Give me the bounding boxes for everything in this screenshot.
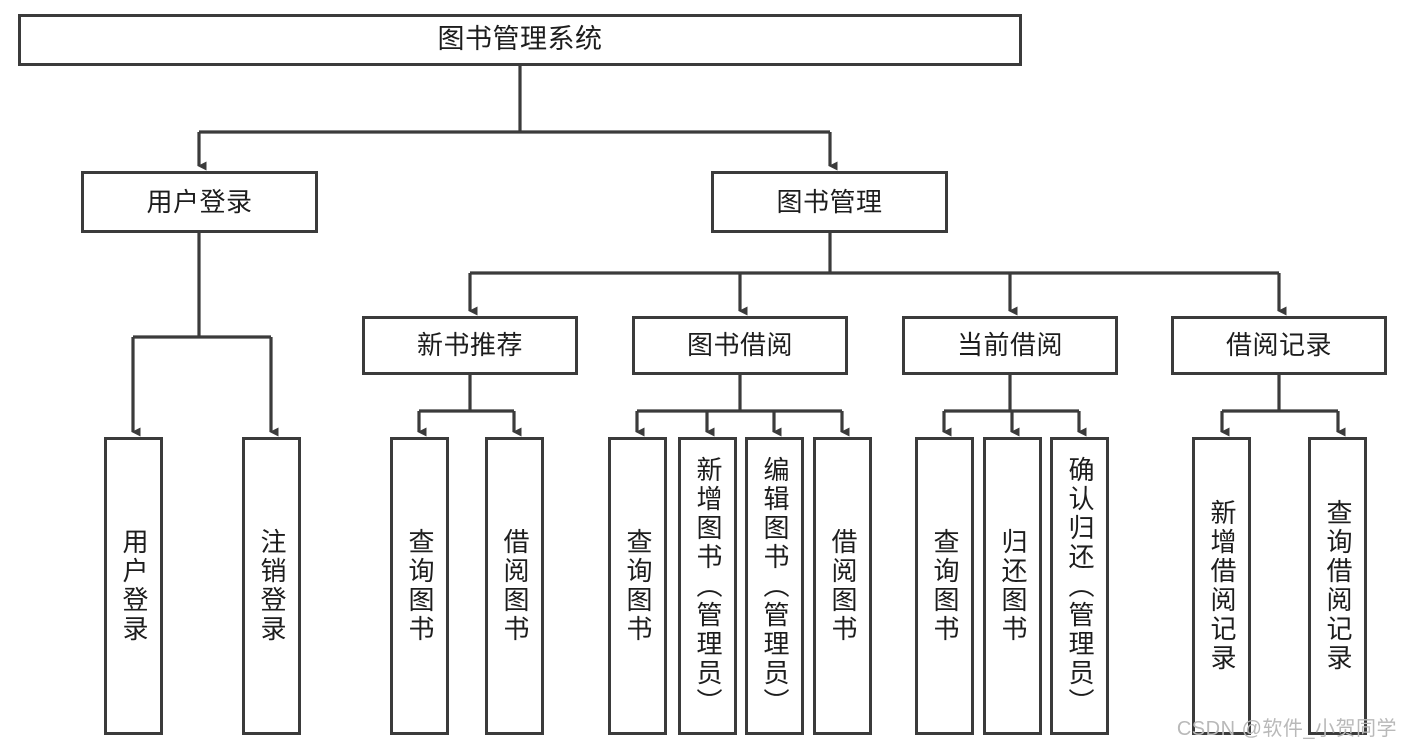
leaf-br-query-record[interactable]: 查询借阅记录 bbox=[1308, 437, 1367, 735]
leaf-cb-confirm-return-admin[interactable]: 确认归还（管理员） bbox=[1050, 437, 1109, 735]
node-user-login[interactable]: 用户登录 bbox=[81, 171, 318, 233]
node-label: 新书推荐 bbox=[416, 330, 523, 361]
node-label: 图书管理系统 bbox=[437, 24, 603, 55]
leaf-cb-query-book[interactable]: 查询图书 bbox=[915, 437, 974, 735]
leaf-user-login[interactable]: 用户登录 bbox=[104, 437, 163, 735]
node-new-book-recommend[interactable]: 新书推荐 bbox=[362, 316, 578, 375]
csdn-watermark: CSDN @软件_小贺同学 bbox=[1176, 718, 1397, 740]
node-label: 借阅记录 bbox=[1225, 330, 1332, 361]
node-label: 图书借阅 bbox=[686, 330, 793, 361]
node-label: 查询图书 bbox=[930, 528, 961, 644]
node-label: 查询图书 bbox=[405, 528, 436, 644]
leaf-bb-query-book[interactable]: 查询图书 bbox=[608, 437, 667, 735]
node-label: 确认归还（管理员） bbox=[1065, 455, 1096, 717]
leaf-nb-query-book[interactable]: 查询图书 bbox=[390, 437, 449, 735]
leaf-bb-borrow-book[interactable]: 借阅图书 bbox=[813, 437, 872, 735]
node-label: 当前借阅 bbox=[956, 330, 1063, 361]
node-book-borrow[interactable]: 图书借阅 bbox=[632, 316, 848, 375]
leaf-br-add-record[interactable]: 新增借阅记录 bbox=[1192, 437, 1251, 735]
node-label: 借阅图书 bbox=[500, 528, 531, 644]
node-label: 查询借阅记录 bbox=[1323, 499, 1354, 673]
node-label: 新增图书（管理员） bbox=[693, 455, 724, 717]
node-label: 编辑图书（管理员） bbox=[760, 455, 791, 717]
node-borrow-record[interactable]: 借阅记录 bbox=[1171, 316, 1387, 375]
node-book-management[interactable]: 图书管理 bbox=[711, 171, 948, 233]
node-label: 查询图书 bbox=[623, 528, 654, 644]
node-label: 注销登录 bbox=[257, 528, 288, 644]
node-current-borrow[interactable]: 当前借阅 bbox=[902, 316, 1118, 375]
leaf-bb-edit-book-admin[interactable]: 编辑图书（管理员） bbox=[745, 437, 804, 735]
node-label: 用户登录 bbox=[119, 528, 150, 644]
node-label: 归还图书 bbox=[998, 528, 1029, 644]
node-label: 用户登录 bbox=[146, 186, 253, 217]
node-label: 新增借阅记录 bbox=[1207, 499, 1238, 673]
node-book-management-system[interactable]: 图书管理系统 bbox=[18, 14, 1022, 66]
node-label: 图书管理 bbox=[776, 186, 883, 217]
leaf-logout[interactable]: 注销登录 bbox=[242, 437, 301, 735]
node-label: 借阅图书 bbox=[828, 528, 859, 644]
leaf-cb-return-book[interactable]: 归还图书 bbox=[983, 437, 1042, 735]
leaf-bb-add-book-admin[interactable]: 新增图书（管理员） bbox=[678, 437, 737, 735]
leaf-nb-borrow-book[interactable]: 借阅图书 bbox=[485, 437, 544, 735]
